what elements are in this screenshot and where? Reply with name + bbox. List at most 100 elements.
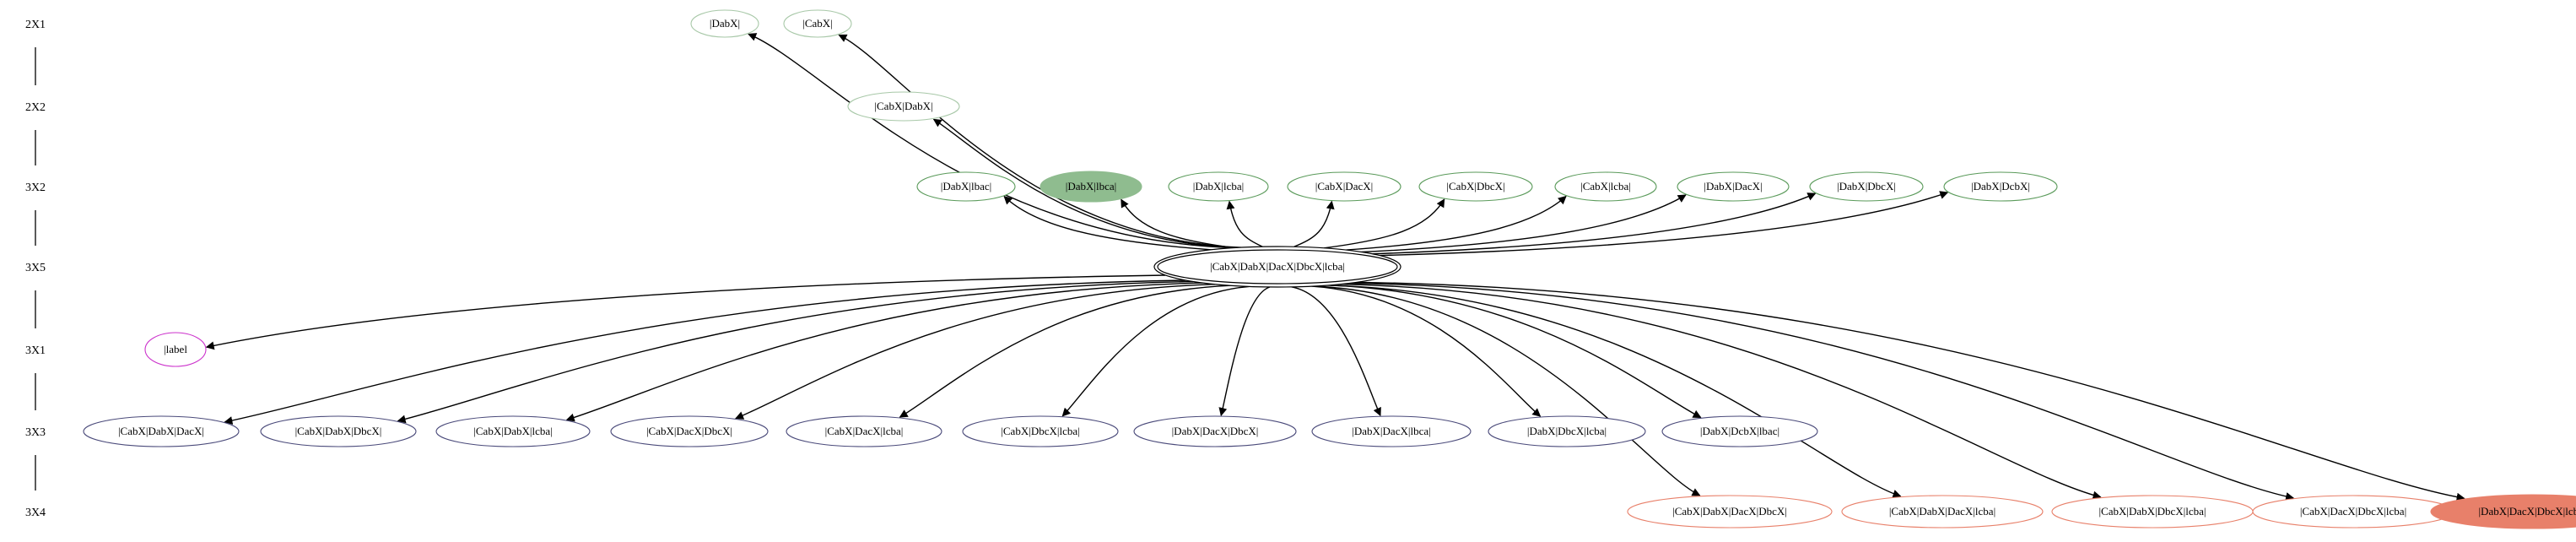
node-label: |CabX|DabX|DbcX|lcba| xyxy=(2098,505,2206,518)
graph-node[interactable]: |CabX|DabX|DacX|DbcX| xyxy=(1627,495,1833,528)
edge-arrow xyxy=(838,34,1241,248)
node-label: |CabX|DabX| xyxy=(874,100,932,112)
node-ellipse xyxy=(783,9,852,38)
node-label: |DabX|lcba| xyxy=(1193,180,1245,192)
edge-arrow xyxy=(1226,200,1263,247)
graph-node[interactable]: |DabX|DbcX|lcba| xyxy=(1488,415,1646,447)
graph-node[interactable]: |DabX|lcba| xyxy=(1168,171,1269,202)
edge-arrow xyxy=(1327,285,1902,498)
rank-label: 3X4 xyxy=(25,507,46,519)
graph-node[interactable]: |DabX|DbcX| xyxy=(1809,171,1924,202)
node-ellipse xyxy=(1677,171,1790,202)
graph-node[interactable]: |CabX|DacX| xyxy=(1287,171,1401,202)
graph-node[interactable]: |CabX|DabX|DacX| xyxy=(83,415,240,447)
node-ellipse xyxy=(1040,171,1142,203)
node-label: |DabX|lbac| xyxy=(941,180,992,192)
node-label: |CabX|DabX|DacX| xyxy=(118,425,204,437)
rank-label: 3X5 xyxy=(25,262,46,274)
graph-node[interactable]: |CabX|DbcX|lcba| xyxy=(962,415,1119,447)
node-ellipse xyxy=(1287,171,1401,202)
graph-node[interactable]: |DabX| xyxy=(690,9,759,38)
rank-label: 3X2 xyxy=(25,182,46,194)
node-ellipse xyxy=(1168,171,1269,202)
graph-node[interactable]: |DabX|lbca| xyxy=(1040,171,1142,203)
graph-node[interactable]: |CabX|DacX|DbcX|lcba| xyxy=(2252,495,2454,528)
node-label: |DabX| xyxy=(710,17,740,30)
node-label: |CabX|DabX|DbcX| xyxy=(295,425,382,437)
node-label: |DabX|DcbX| xyxy=(1971,180,2030,192)
graph-node[interactable]: |CabX|DabX|lcba| xyxy=(435,415,591,447)
node-label: |CabX|DacX| xyxy=(1315,180,1373,192)
node-ellipse xyxy=(1809,171,1924,202)
node-label: |CabX|DabX|DacX|DbcX|lcba| xyxy=(1210,260,1345,273)
node-label: |CabX|DabX|lcba| xyxy=(473,425,552,437)
graph-node[interactable]: |CabX|DabX| xyxy=(847,91,960,122)
node-label: |DabX|DbcX|lcba| xyxy=(1527,425,1607,437)
node-ellipse xyxy=(83,415,240,447)
graph-node[interactable]: |CabX|DabX|DbcX|lcba| xyxy=(2051,495,2254,528)
edge-arrow xyxy=(748,33,1234,249)
node-label: |CabX|DacX|lcba| xyxy=(825,425,904,437)
graph-node[interactable]: |CabX|DacX|DbcX| xyxy=(610,415,769,447)
node-label: |DabX|DacX| xyxy=(1704,180,1762,192)
graph-node[interactable]: |label xyxy=(144,332,207,367)
node-label: |DabX|DcbX|lbac| xyxy=(1700,425,1779,437)
graph-node[interactable]: |DabX|DacX|DbcX| xyxy=(1133,415,1297,447)
rank-label: 2X1 xyxy=(25,19,46,31)
node-ellipse xyxy=(610,415,769,447)
edges xyxy=(205,33,2465,501)
node-label: |CabX| xyxy=(802,17,833,30)
edge-arrow xyxy=(224,279,1186,425)
graph-node[interactable]: |DabX|DacX|lbca| xyxy=(1311,415,1472,447)
graph-node[interactable]: |DabX|lbac| xyxy=(916,171,1016,202)
node-label: |DabX|DacX|DbcX| xyxy=(1172,425,1259,437)
edge-arrow xyxy=(205,274,1166,350)
node-ellipse xyxy=(1943,171,2058,202)
edge-arrow xyxy=(1061,285,1250,417)
edge-arrow xyxy=(899,285,1231,418)
node-ellipse xyxy=(847,91,960,122)
node-ellipse xyxy=(1841,495,2044,528)
node-label: |CabX|lcba| xyxy=(1580,180,1631,192)
edge-arrow xyxy=(1361,194,1687,253)
node-label: |CabX|DbcX|lcba| xyxy=(1001,425,1079,437)
graph-node[interactable]: |CabX| xyxy=(783,9,852,38)
node-label: |DabX|DacX|lbca| xyxy=(1352,425,1430,437)
node-ellipse xyxy=(1627,495,1833,528)
rank-label: 2X2 xyxy=(25,101,46,114)
node-ellipse xyxy=(1133,415,1297,447)
graph-node[interactable]: |CabX|lcba| xyxy=(1554,171,1657,202)
edge-arrow xyxy=(1349,282,2295,501)
node-ellipse xyxy=(1554,171,1657,202)
node-label: |DabX|DbcX| xyxy=(1837,180,1896,192)
node-label: |label xyxy=(164,343,187,355)
graph-node[interactable]: |CabX|DbcX| xyxy=(1418,171,1533,202)
node-ellipse xyxy=(1311,415,1472,447)
center-node[interactable]: |CabX|DabX|DacX|DbcX|lcba| xyxy=(1153,246,1401,288)
node-label: |DabX|DacX|DbcX|lcba| xyxy=(2478,505,2576,518)
node-ellipse xyxy=(962,415,1119,447)
graph-node[interactable]: |DabX|DacX| xyxy=(1677,171,1790,202)
node-ellipse xyxy=(786,415,942,447)
edge-arrow xyxy=(1329,285,1702,419)
node-ellipse xyxy=(435,415,591,447)
edge-arrow xyxy=(1323,198,1445,249)
graph-node[interactable]: |CabX|DabX|DbcX| xyxy=(260,415,417,447)
nodes: |DabX| |CabX| |CabX|DabX| |DabX|lbac| |DabX|… xyxy=(83,9,2576,529)
edge-arrow xyxy=(1346,195,1567,251)
node-label: |CabX|DacX|DbcX|lcba| xyxy=(2300,505,2406,518)
graph-node[interactable]: |CabX|DabX|DacX|lcba| xyxy=(1841,495,2044,528)
node-ellipse xyxy=(1488,415,1646,447)
graph-node[interactable]: |DabX|DcbX|lbac| xyxy=(1661,415,1818,447)
rank-label: 3X1 xyxy=(25,344,46,357)
graph-node[interactable]: |DabX|DacX|DbcX|lcba| xyxy=(2430,494,2576,529)
graph-node[interactable]: |DabX|DcbX| xyxy=(1943,171,2058,202)
edge-arrow xyxy=(565,282,1203,422)
edge-arrow xyxy=(1339,284,2102,500)
edge-arrow xyxy=(1293,200,1335,247)
edge-arrow xyxy=(932,118,1234,249)
graph-node[interactable]: |CabX|DacX|lcba| xyxy=(786,415,942,447)
